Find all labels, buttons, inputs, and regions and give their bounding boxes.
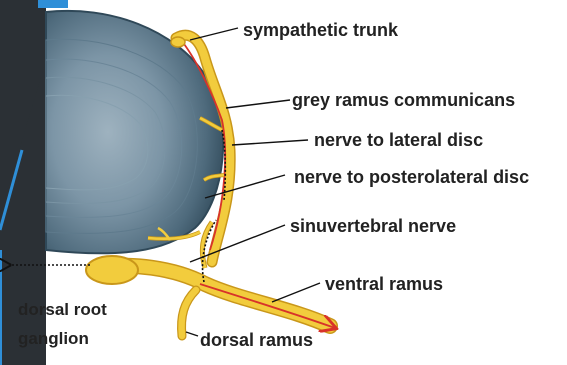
label-sympathetic-trunk: sympathetic trunk: [243, 21, 398, 39]
label-dorsal-ramus: dorsal ramus: [200, 331, 313, 349]
leader-lateral-disc: [232, 140, 308, 145]
label-grey-ramus-communicans: grey ramus communicans: [292, 91, 515, 109]
label-sinuvertebral-nerve: sinuvertebral nerve: [290, 217, 456, 235]
leader-ventral-ramus: [272, 283, 320, 302]
label-dorsal-root-ganglion-line2: ganglion: [18, 330, 89, 347]
label-nerve-to-lateral-disc: nerve to lateral disc: [314, 131, 483, 149]
leader-dorsal-ramus: [186, 332, 198, 336]
label-ventral-ramus: ventral ramus: [325, 275, 443, 293]
dorsal-root-ganglion-shape: [86, 256, 138, 284]
label-nerve-to-posterolateral-disc: nerve to posterolateral disc: [294, 168, 529, 186]
label-dorsal-root-ganglion-line1: dorsal root: [18, 301, 107, 318]
leader-grey-ramus: [226, 100, 290, 108]
